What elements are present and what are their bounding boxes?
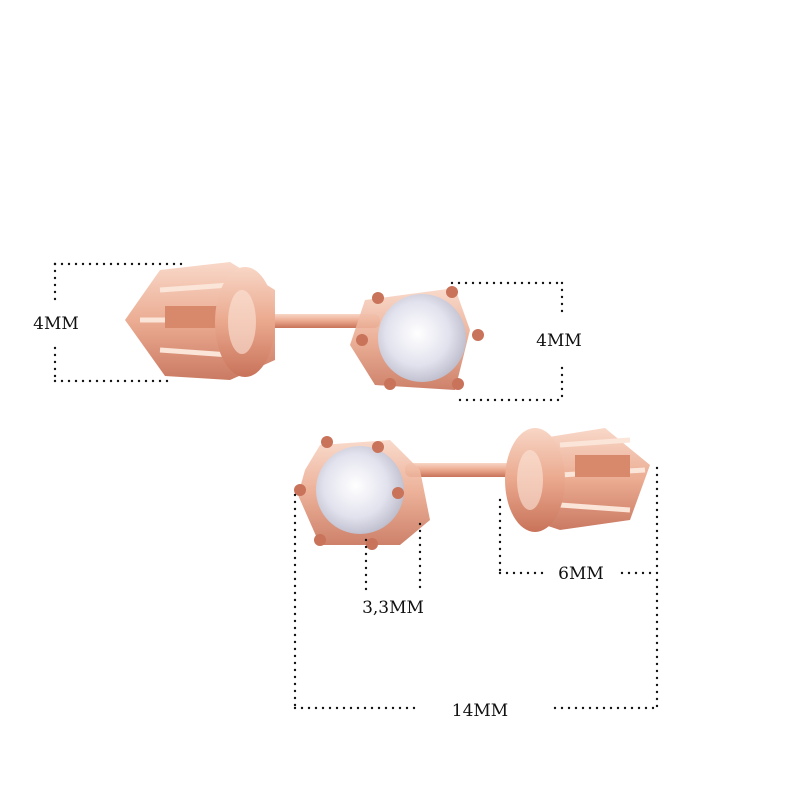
bottom-cap-highlight	[517, 450, 543, 510]
back-length-label: 6MM	[556, 564, 606, 584]
top-prongs	[356, 286, 484, 390]
prong	[384, 378, 396, 390]
total-length-label: 14MM	[449, 701, 511, 721]
bottom-stone	[316, 446, 404, 534]
top-post	[255, 314, 380, 328]
bottom-earring	[294, 428, 650, 550]
prong	[294, 484, 306, 496]
top-earring	[125, 262, 484, 390]
bottom-prongs	[294, 436, 404, 550]
top-stone	[378, 294, 466, 382]
prong	[472, 329, 484, 341]
prong	[356, 334, 368, 346]
top-stone-height-label: 4MM	[534, 331, 584, 351]
prong	[366, 538, 378, 550]
bottom-post	[405, 463, 530, 477]
dimension-back	[498, 498, 659, 575]
top-back-height-label: 4MM	[31, 314, 81, 334]
dimension-stone	[364, 522, 422, 596]
top-cap-highlight	[228, 290, 256, 354]
prong	[321, 436, 333, 448]
bottom-back-thread	[575, 455, 630, 477]
prong	[372, 292, 384, 304]
dimension-top-right	[450, 281, 564, 402]
stone-diameter-label: 3,3MM	[360, 598, 426, 618]
prong	[452, 378, 464, 390]
dimension-top-left	[53, 262, 190, 383]
dimension-total	[293, 466, 659, 710]
prong	[314, 534, 326, 546]
prong	[372, 441, 384, 453]
prong	[446, 286, 458, 298]
prong	[392, 487, 404, 499]
top-back-thread	[165, 306, 220, 328]
